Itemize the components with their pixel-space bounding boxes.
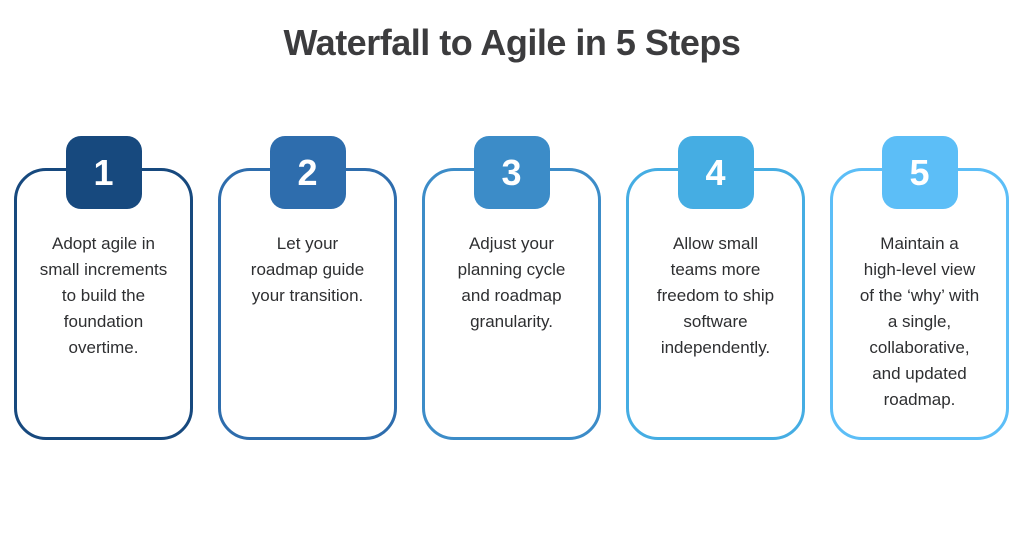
step-number-4: 4	[705, 151, 726, 193]
step-card-2: 2 Let your roadmap guide your transition…	[218, 136, 397, 440]
step-number-badge-1: 1	[65, 136, 142, 209]
step-card-3: 3 Adjust your planning cycle and roadmap…	[422, 136, 601, 440]
step-number-1: 1	[93, 151, 114, 193]
step-text-3: Adjust your planning cycle and roadmap g…	[457, 234, 566, 331]
page-title: Waterfall to Agile in 5 Steps	[283, 22, 741, 63]
step-text-4: Allow small teams more freedom to ship s…	[656, 234, 775, 357]
step-number-2: 2	[297, 151, 318, 193]
step-text-5: Maintain a high‑level view of the ‘why’ …	[859, 234, 980, 409]
step-number-3: 3	[501, 151, 522, 193]
step-text-1: Adopt agile in small increments to build…	[39, 234, 168, 357]
step-number-5: 5	[909, 151, 930, 193]
step-number-badge-4: 4	[677, 136, 754, 209]
step-text-2: Let your roadmap guide your transition.	[250, 234, 365, 305]
steps-row: 1 Adopt agile in small increments to bui…	[14, 136, 1009, 440]
step-number-badge-3: 3	[473, 136, 550, 209]
step-number-badge-5: 5	[881, 136, 958, 209]
step-card-5: 5 Maintain a high‑level view of the ‘why…	[830, 136, 1009, 440]
step-card-4: 4 Allow small teams more freedom to ship…	[626, 136, 805, 440]
step-number-badge-2: 2	[269, 136, 346, 209]
step-card-1: 1 Adopt agile in small increments to bui…	[14, 136, 193, 440]
